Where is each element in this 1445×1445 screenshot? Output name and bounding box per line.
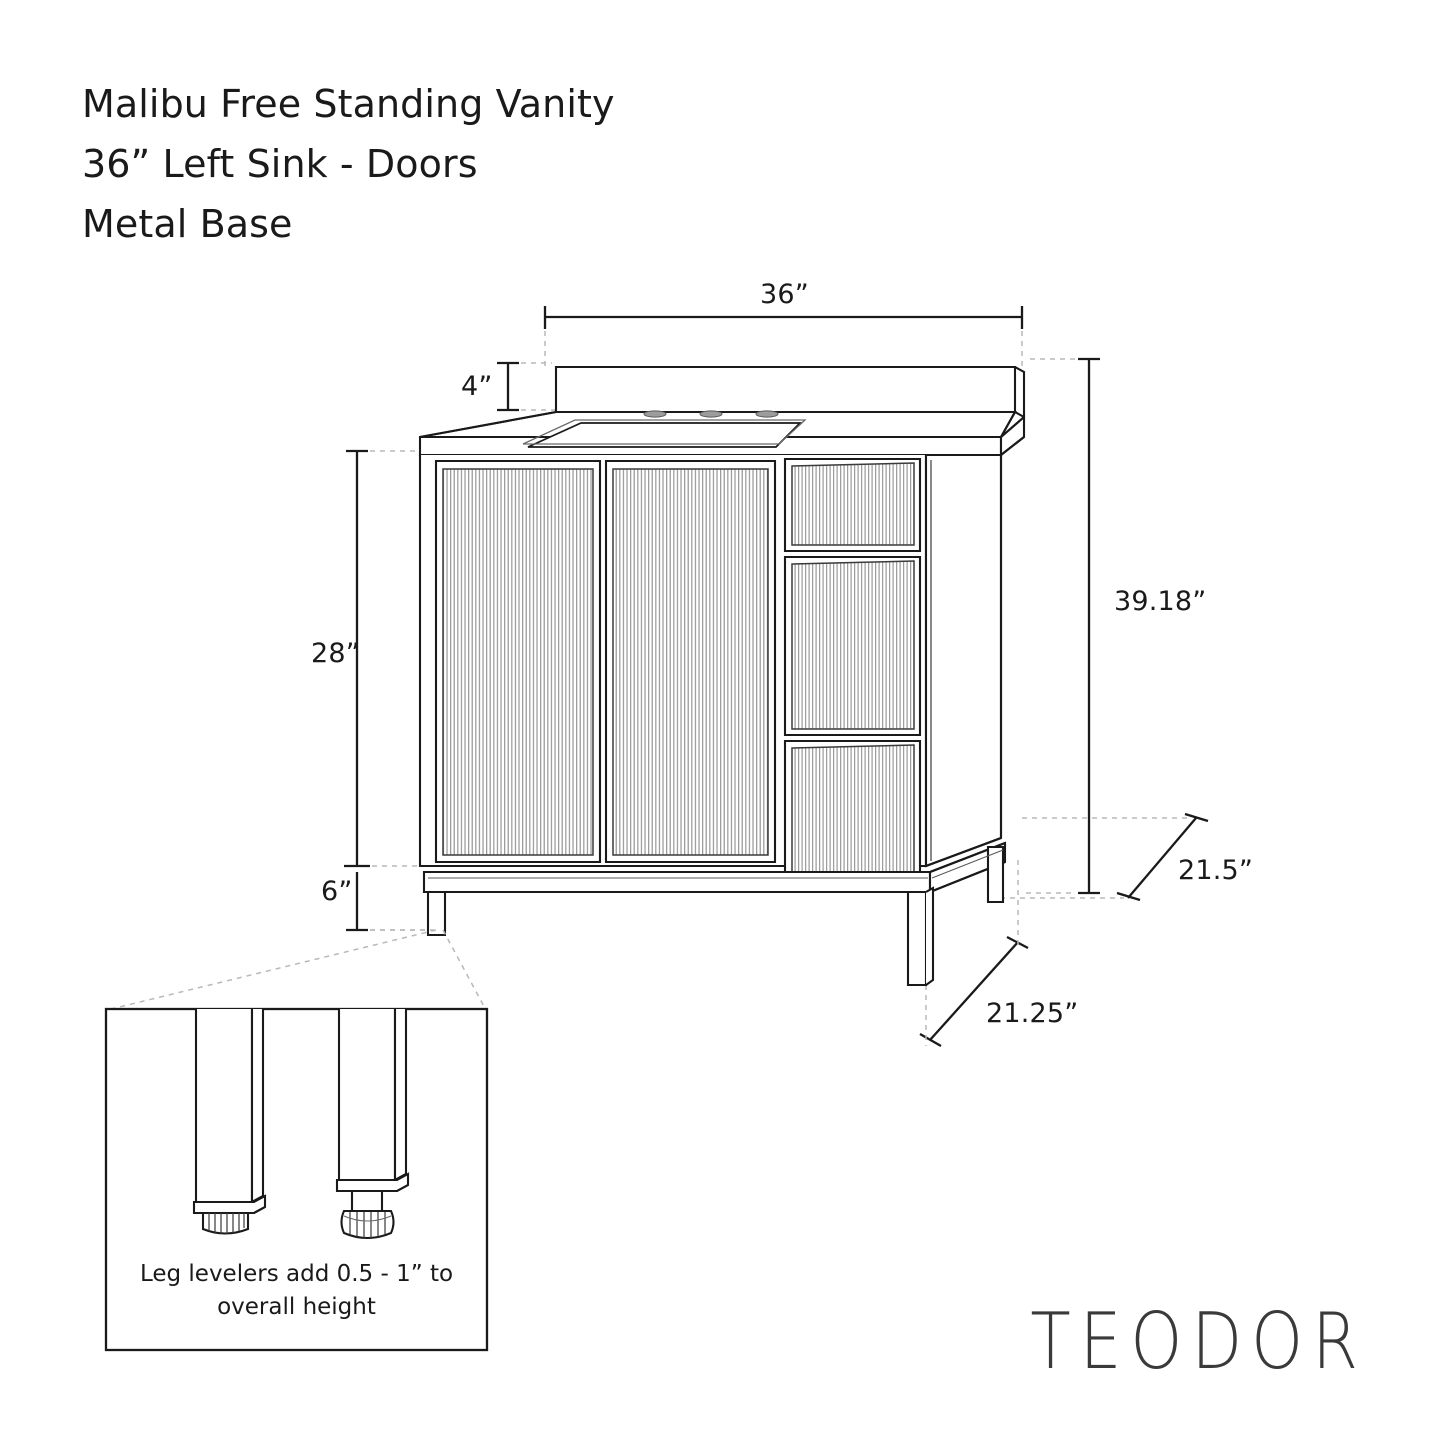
title-line-product: Malibu Free Standing Vanity — [82, 82, 615, 126]
drawer-top[interactable] — [783, 457, 922, 553]
drawer-middle[interactable] — [783, 555, 922, 737]
dimension-depth-215 — [1000, 812, 1209, 902]
dimension-overall-height-3918 — [1026, 357, 1100, 895]
leg-leveler-caption: Leg levelers add 0.5 - 1” to overall hei… — [106, 1258, 487, 1324]
leg-leveler-caption-line-2: overall height — [217, 1294, 376, 1320]
door-left-2[interactable] — [604, 459, 777, 864]
dimension-label-depth-cabinet: 21.5” — [1178, 855, 1254, 886]
door-left-1[interactable] — [434, 459, 602, 864]
metal-base — [422, 841, 1007, 987]
dimension-label-width: 36” — [760, 279, 809, 310]
leg-detail-extended — [335, 1009, 410, 1240]
dimension-label-depth-base: 21.25” — [986, 998, 1079, 1029]
detail-leader-lines — [106, 929, 488, 1013]
leg-leveler-detail-box — [104, 1007, 489, 1352]
drawer-bottom[interactable] — [783, 739, 922, 892]
faucet-holes — [643, 410, 779, 418]
backsplash — [554, 365, 1026, 419]
leg-leveler-caption-line-1: Leg levelers add 0.5 - 1” to — [139, 1261, 454, 1287]
dimension-cabinet-height-28 — [344, 449, 432, 868]
leg-detail-retracted — [192, 1009, 267, 1235]
dimension-label-backsplash: 4” — [461, 371, 493, 402]
dimension-label-cabinet-height: 28” — [311, 638, 360, 669]
title-line-base: Metal Base — [82, 202, 293, 246]
sink-basin — [522, 419, 807, 448]
dimension-label-overall-height: 39.18” — [1114, 586, 1207, 617]
title-line-configuration: 36” Left Sink - Doors — [82, 142, 478, 186]
dimension-label-leg-height: 6” — [321, 876, 353, 907]
brand-logo: TEODOR — [1030, 1296, 1367, 1387]
title-block: Malibu Free Standing Vanity 36” Left Sin… — [82, 74, 842, 254]
dimension-width-36 — [543, 306, 1024, 368]
dimension-backsplash-4 — [497, 361, 556, 412]
